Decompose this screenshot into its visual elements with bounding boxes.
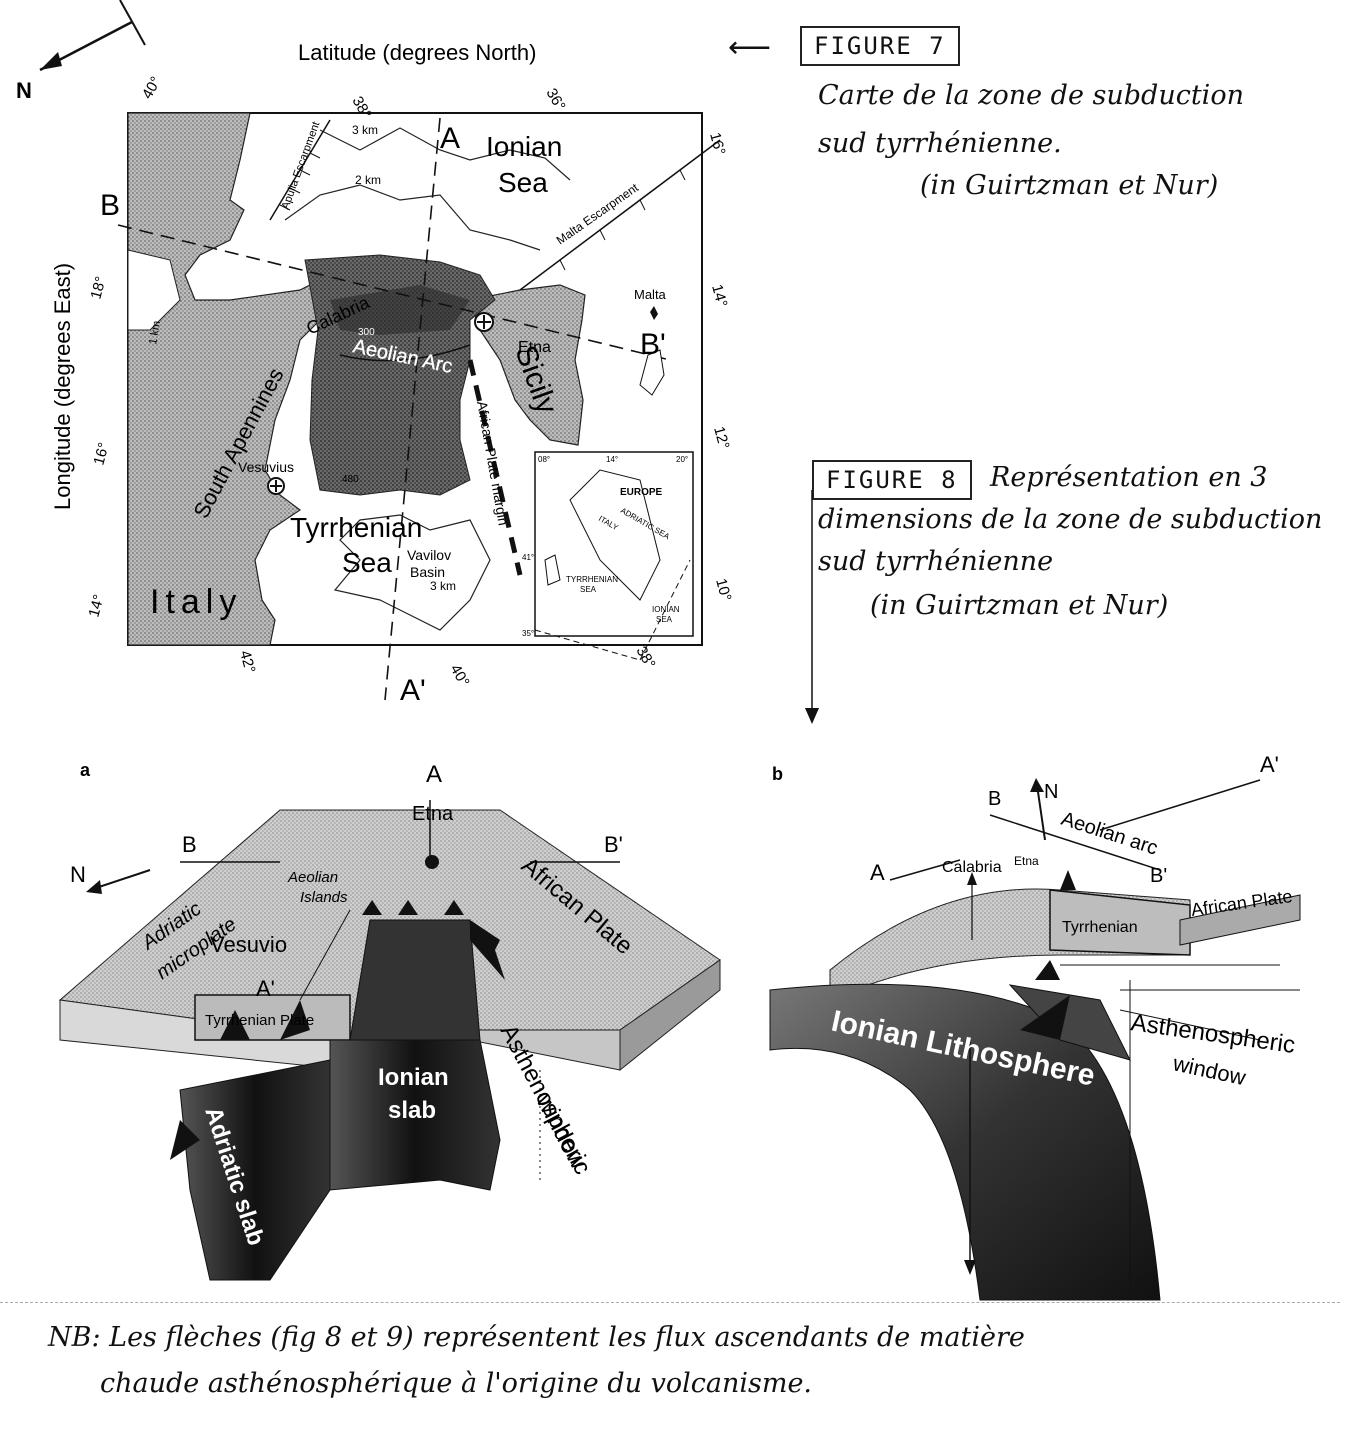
section-a-label: A [440,122,460,155]
north-label: N [16,78,32,103]
diagram-a-etna-label: Etna [412,803,454,825]
diagram-b-letter: b [772,764,783,784]
inset-europe-label: EUROPE [620,487,663,498]
depth-2km-label: 2 km [355,173,381,187]
inset-tick-2: 14° [606,455,618,464]
vavilov-label-2: Basin [410,564,445,580]
lat-tick-5: 38° [633,644,659,672]
italy-label: Italy [150,583,242,621]
tyrrhenian-sea-label-1: Tyrrhenian [290,512,422,543]
diagram-a-aeolian-label-1: Aeolian [287,869,338,886]
figure-8-label: FIGURE 8 [812,460,972,500]
nb-note-line2: chaude asthénosphérique à l'origine du v… [100,1368,813,1399]
diagram-b-astheno-label-2: window [1170,1050,1248,1090]
inset-tyrrhenian-label-1: TYRRHENIAN [566,575,618,584]
north-arrow-icon [39,0,146,72]
diagram-a-aeolian-label-2: Islands [300,889,348,906]
lon-tick-2: 16° [90,441,112,467]
diagram-b-astheno-label-1: Asthenospheric [1129,1009,1297,1059]
diagram-a-a-prime-label: A' [256,976,275,1001]
diagram-a-b-label: B [182,832,197,857]
figure-8-caption-line3: sud tyrrhénienne [818,546,1054,577]
diagram-a-north-label: N [70,862,86,887]
diagram-a-tyrrhenian-plate-label: Tyrrhenian Plate [205,1012,314,1029]
inset-tick-3: 20° [676,455,688,464]
section-b-prime-label: B' [640,328,666,361]
malta-label: Malta [634,287,667,302]
divider [0,1302,1340,1303]
ionian-sea-label-2: Sea [498,167,548,198]
tyrrhenian-sea-label-2: Sea [342,547,392,578]
subduction-map: N Latitude (degrees North) Longitude (de… [16,0,734,707]
figure-7-caption-line3: (in Guirtzman et Nur) [920,170,1219,201]
diagram-a-letter: a [80,760,91,780]
figure-8-caption-line1: Représentation en 3 [990,462,1268,493]
diagram-b-a-label: A [870,860,885,885]
inset-ionian-label-2: SEA [656,615,673,624]
lat-tick-1: 40° [139,74,165,102]
diagram-b-a-prime-label: A' [1260,752,1279,777]
contour-300-label: 300 [358,327,375,338]
etna-marker-icon [474,312,494,332]
etna-label: Etna [518,339,551,356]
longitude-axis-title: Longitude (degrees East) [50,263,75,510]
lon-tick-4: 16° [706,131,728,157]
lat-tick-4: 40° [447,662,473,690]
figure-7-label: FIGURE 7 [800,26,960,66]
section-a-prime-label: A' [400,674,426,707]
diagram-a-b-prime-label: B' [604,832,623,857]
diagram-b-etna-label: Etna [1014,854,1039,868]
lon-tick-1: 18° [87,275,109,301]
diagram-b-calabria-label: Calabria [942,859,1002,876]
diagram-b-tyrrhenian-label: Tyrrhenian [1062,919,1138,936]
vesuvius-marker-icon [267,477,285,495]
diagram-a-vesuvio-label: Vesuvio [210,932,287,957]
diagram-a-ionian-slab-label-1: Ionian [378,1064,449,1091]
block-diagram-a: a A A' B B' N Etna Aeolian Islands Adria… [58,760,721,1281]
lon-tick-5: 14° [708,283,730,309]
depth-3km-b-label: 3 km [430,579,456,593]
block-diagram-b: b A A' B B' N Aeolian arc Calabria Etna … [769,752,1301,1301]
lon-tick-3: 14° [85,593,107,619]
lat-tick-3: 36° [543,86,569,114]
vesuvius-label: Vesuvius [238,459,294,475]
arrow-down-icon [805,490,819,724]
latitude-axis-title: Latitude (degrees North) [298,40,536,65]
ionian-sea-label-1: Ionian [486,131,562,162]
figure-7-caption-line1: Carte de la zone de subduction [818,80,1244,111]
diagram-a-ionian-slab-label-2: slab [388,1097,436,1124]
lon-tick-6: 12° [710,425,732,451]
lon-tick-8: 42° [236,649,258,675]
diagram-b-b-label: B [988,788,1001,810]
lon-tick-7: 10° [712,577,734,603]
diagram-b-b-prime-label: B' [1150,865,1167,887]
contour-480-label: 480 [342,474,359,485]
inset-tick-1: 08° [538,455,550,464]
nb-note-line1: NB: Les flèches (fig 8 et 9) représenten… [48,1322,1025,1353]
arrow-left-icon: ⟵ [728,31,772,64]
diagram-b-north-label: N [1044,781,1058,803]
inset-tick-5: 35° [522,629,534,638]
figure-7-caption-line2: sud tyrrhénienne. [818,128,1062,159]
diagram-a-a-label: A [426,761,442,788]
inset-tick-4: 41° [522,553,534,562]
inset-tyrrhenian-label-2: SEA [580,585,597,594]
figure-8-caption-line4: (in Guirtzman et Nur) [870,590,1169,621]
inset-ionian-label-1: IONIAN [652,605,680,614]
figure-8-caption-line2: dimensions de la zone de subduction [818,504,1323,535]
section-b-label: B [100,189,120,222]
vavilov-label-1: Vavilov [407,547,451,563]
depth-3km-label: 3 km [352,123,378,137]
depth-1km-label: 1 km [147,320,163,346]
